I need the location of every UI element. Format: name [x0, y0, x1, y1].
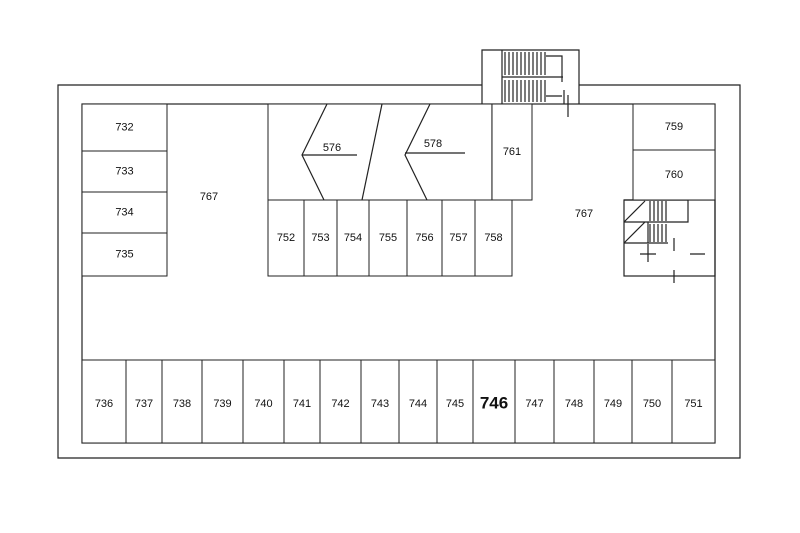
room-outline [81, 232, 168, 277]
room-753[interactable]: 753 [303, 199, 338, 277]
room-751[interactable]: 751 [671, 359, 716, 444]
room-label: 758 [484, 232, 502, 244]
room-outline [632, 149, 716, 201]
room-label: 745 [446, 398, 464, 410]
room-756[interactable]: 756 [406, 199, 443, 277]
room-740[interactable]: 740 [242, 359, 285, 444]
room-label: 759 [665, 121, 683, 133]
room-label: 739 [213, 398, 231, 410]
room-outline [632, 103, 716, 151]
room-label: 737 [135, 398, 153, 410]
room-label: 767 [200, 191, 218, 203]
room-label: 746 [480, 393, 508, 412]
room-outline [81, 191, 168, 234]
room-label: 747 [525, 398, 543, 410]
room-label: 732 [115, 121, 133, 133]
room-758[interactable]: 758 [474, 199, 513, 277]
room-739[interactable]: 739 [201, 359, 244, 444]
room-732[interactable]: 732 [81, 103, 168, 152]
room-outline [474, 199, 513, 277]
room-761[interactable]: 761 [491, 103, 533, 201]
room-label: 741 [293, 398, 311, 410]
room-outline [319, 359, 362, 444]
room-outline [161, 359, 203, 444]
room-label: 576 [323, 142, 341, 154]
room-outline [671, 359, 716, 444]
room-label: 750 [643, 398, 661, 410]
room-outline [406, 199, 443, 277]
room-outline [283, 359, 321, 444]
room-750[interactable]: 750 [631, 359, 673, 444]
room-label: 735 [115, 248, 133, 260]
room-label: 743 [371, 398, 389, 410]
room-752[interactable]: 752 [267, 199, 305, 277]
room-757[interactable]: 757 [441, 199, 476, 277]
room-label: 760 [665, 169, 683, 181]
room-outline [441, 199, 476, 277]
room-label: 578 [424, 138, 442, 150]
room-label: 754 [344, 232, 362, 244]
room-label: 755 [379, 232, 397, 244]
ramp-area [267, 103, 533, 201]
room-label: 742 [331, 398, 349, 410]
room-outline [267, 199, 305, 277]
room-outline [631, 359, 673, 444]
room-735[interactable]: 735 [81, 232, 168, 277]
room-outline [81, 359, 127, 444]
room-outline [436, 359, 474, 444]
room-578[interactable]: 578 [424, 138, 442, 150]
room-741[interactable]: 741 [283, 359, 321, 444]
room-760[interactable]: 760 [632, 149, 716, 201]
room-744[interactable]: 744 [398, 359, 438, 444]
room-754[interactable]: 754 [336, 199, 370, 277]
room-734[interactable]: 734 [81, 191, 168, 234]
room-label: 733 [115, 165, 133, 177]
room-label: 752 [277, 232, 295, 244]
room-outline [81, 103, 168, 152]
room-733[interactable]: 733 [81, 150, 168, 193]
room-label: 740 [254, 398, 272, 410]
room-outline [593, 359, 633, 444]
room-label: 748 [565, 398, 583, 410]
room-737[interactable]: 737 [125, 359, 163, 444]
room-label: 757 [449, 232, 467, 244]
room-label: 744 [409, 398, 427, 410]
top-staircase [481, 49, 580, 117]
room-label: 753 [311, 232, 329, 244]
room-outline [303, 199, 338, 277]
room-736[interactable]: 736 [81, 359, 127, 444]
room-outline [491, 103, 533, 201]
room-576[interactable]: 576 [323, 142, 341, 154]
room-outline [368, 199, 408, 277]
room-label: 749 [604, 398, 622, 410]
room-outline [125, 359, 163, 444]
room-label: 736 [95, 398, 113, 410]
room-outline [514, 359, 555, 444]
room-743[interactable]: 743 [360, 359, 400, 444]
room-label: 767 [575, 208, 593, 220]
room-outline [242, 359, 285, 444]
room-label: 761 [503, 146, 521, 158]
room-742[interactable]: 742 [319, 359, 362, 444]
room-747[interactable]: 747 [514, 359, 555, 444]
room-outline [336, 199, 370, 277]
room-label: 738 [173, 398, 191, 410]
right-staircase [623, 199, 716, 283]
room-746[interactable]: 746 [472, 359, 516, 444]
room-748[interactable]: 748 [553, 359, 595, 444]
room-767[interactable]: 767 [575, 208, 593, 220]
room-label: 756 [415, 232, 433, 244]
room-745[interactable]: 745 [436, 359, 474, 444]
room-749[interactable]: 749 [593, 359, 633, 444]
room-759[interactable]: 759 [632, 103, 716, 151]
room-755[interactable]: 755 [368, 199, 408, 277]
room-738[interactable]: 738 [161, 359, 203, 444]
room-767[interactable]: 767 [200, 191, 218, 203]
room-label: 751 [684, 398, 702, 410]
room-label: 734 [115, 206, 133, 218]
room-outline [201, 359, 244, 444]
